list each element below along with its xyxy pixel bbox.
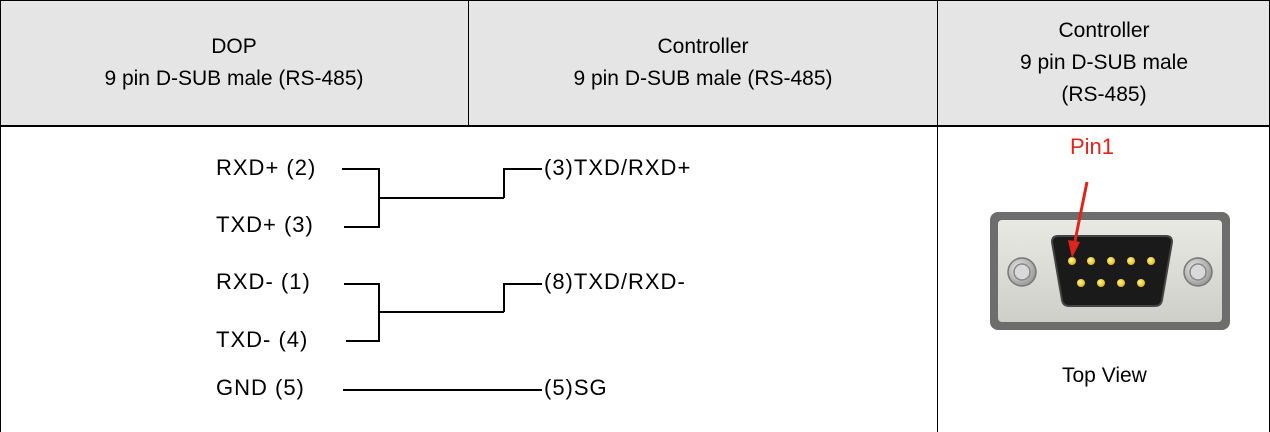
header-controller-connector: 9 pin D-SUB male (RS-485) <box>573 66 833 90</box>
right-screw-icon <box>1183 257 1213 287</box>
pin1-label: Pin1 <box>1070 134 1115 159</box>
table-top-border <box>0 0 1270 1</box>
header-controller-title: Controller <box>657 34 749 58</box>
controller-pin-txd-rxd-plus: (3)TXD/RXD+ <box>544 155 692 180</box>
wire-rxd-minus <box>344 283 380 342</box>
header-view-title: Controller <box>1058 18 1150 42</box>
controller-pin-sg: (5)SG <box>544 375 608 400</box>
dop-pin-txd-minus: TXD- (4) <box>216 327 309 352</box>
dsub-connector <box>990 181 1230 330</box>
header-dop-connector: 9 pin D-SUB male (RS-485) <box>104 66 364 90</box>
header-column-divider <box>468 0 469 126</box>
wire-plus-to-controller <box>503 168 542 198</box>
wire-rxd-plus <box>342 168 380 228</box>
pin-row-bottom <box>1077 279 1145 287</box>
header-controller-view: Controller 9 pin D-SUB male (RS-485) <box>938 0 1270 125</box>
dop-pin-gnd: GND (5) <box>216 375 305 400</box>
wire-minus-to-controller <box>503 283 542 312</box>
table-left-border <box>0 0 1 432</box>
connector-socket <box>1050 235 1174 307</box>
top-view-label: Top View <box>1062 364 1147 387</box>
dop-pin-rxd-minus: RXD- (1) <box>216 269 311 294</box>
controller-pin-txd-rxd-minus: (8)TXD/RXD- <box>544 269 686 294</box>
header-view-connector: 9 pin D-SUB male <box>1019 50 1189 74</box>
column-divider <box>937 0 938 432</box>
header-dop: DOP 9 pin D-SUB male (RS-485) <box>0 0 468 125</box>
pin1-arrow-icon <box>1068 181 1089 258</box>
header-dop-title: DOP <box>211 34 257 58</box>
pin-row-top <box>1068 257 1155 265</box>
dop-pin-rxd-plus: RXD+ (2) <box>216 155 317 180</box>
header-controller: Controller 9 pin D-SUB male (RS-485) <box>469 0 937 125</box>
header-view-standard: (RS-485) <box>1061 82 1147 106</box>
header-divider <box>0 125 1270 127</box>
left-screw-icon <box>1007 257 1037 287</box>
dop-pin-txd-plus: TXD+ (3) <box>216 212 314 237</box>
